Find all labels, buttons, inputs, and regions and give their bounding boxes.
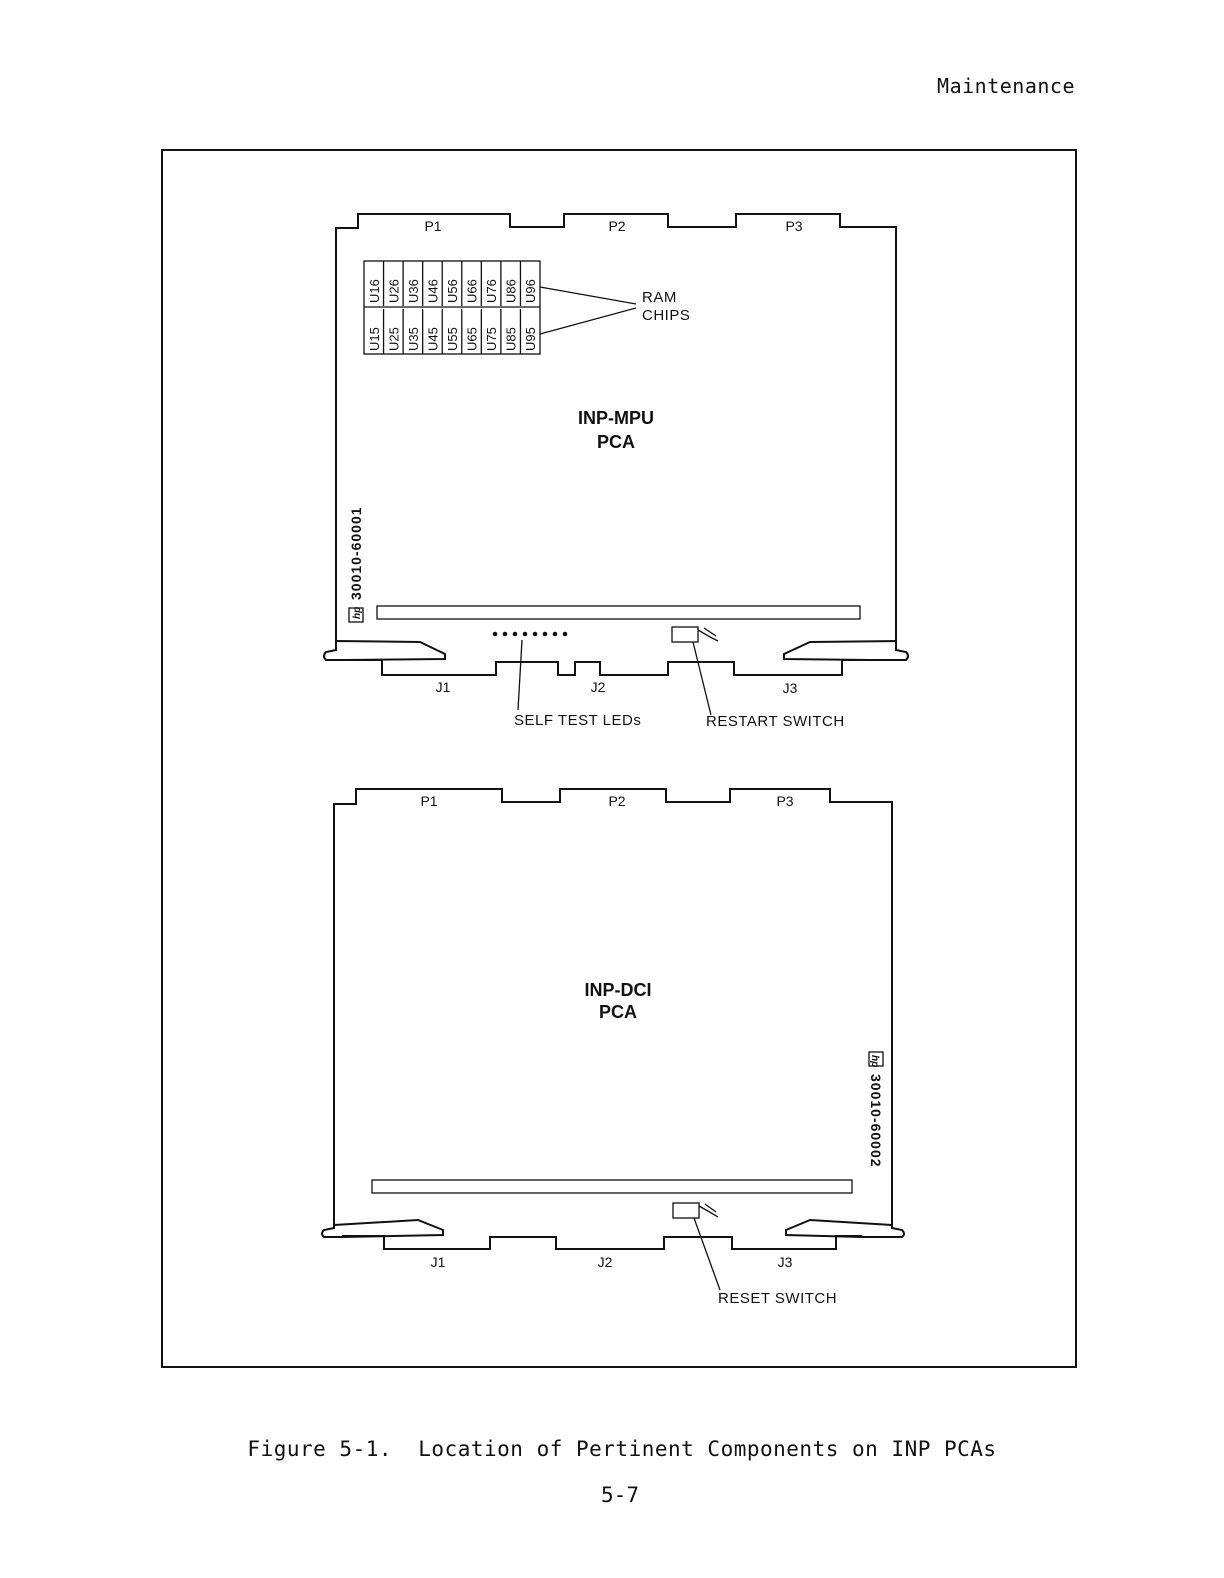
ram-callout-line-top [540,287,636,304]
dci-part-number: 30010-60002 [868,1074,884,1168]
self-test-led [523,632,528,637]
self-test-led [493,632,498,637]
dci-edge-bar [372,1180,852,1193]
page-number: 5-7 [0,1483,1224,1507]
dci-name-line2: PCA [599,1002,637,1022]
ram-callout-line-bottom [540,308,636,334]
ram-chip-u86: U86 [504,279,519,303]
leds-label: SELF TEST LEDs [514,712,641,729]
ram-label-line2: CHIPS [642,307,690,324]
dci-connector-p1: P1 [420,793,437,809]
dci-bottom-edge [342,1236,862,1249]
self-test-led [543,632,548,637]
self-test-led [553,632,558,637]
ram-chip-u36: U36 [406,279,421,303]
mpu-connector-j3: J3 [783,680,798,696]
ram-chip-u85: U85 [504,327,519,351]
mpu-name-line1: INP-MPU [578,408,654,428]
ram-chip-u56: U56 [445,279,460,303]
ram-chip-u55: U55 [445,327,460,351]
restart-callout-line [693,642,711,715]
mpu-left-ejector [324,641,445,660]
ram-chip-u66: U66 [465,279,480,303]
self-test-leds [493,632,568,637]
dci-right-ejector [786,1220,904,1237]
dci-board: P1 P2 P3 J1 J2 J3 INP-DCI PCA hp 30010-6… [322,789,904,1307]
mpu-right-ejector [784,641,908,660]
mpu-connector-j2: J2 [591,679,606,695]
mpu-name-line2: PCA [597,432,635,452]
ram-chip-u26: U26 [386,279,401,303]
mpu-part-marking: hp 30010-60001 [348,506,364,622]
ram-chip-u15: U15 [367,327,382,351]
dci-name-line1: INP-DCI [585,980,652,1000]
self-test-led [503,632,508,637]
mpu-part-number: 30010-60001 [348,506,364,600]
dci-connector-p2: P2 [608,793,625,809]
restart-switch-label: RESTART SWITCH [706,713,845,730]
dci-part-marking: hp 30010-60002 [868,1052,884,1168]
mpu-connector-p1: P1 [424,218,441,234]
ram-chip-u65: U65 [465,327,480,351]
figure-caption: Figure 5-1. Location of Pertinent Compon… [0,1437,1224,1461]
restart-switch [672,627,718,642]
ram-chip-u45: U45 [425,327,440,351]
ram-chip-u75: U75 [484,327,499,351]
ram-chip-u35: U35 [406,327,421,351]
reset-callout-line [694,1218,720,1290]
dci-connector-j3: J3 [778,1254,793,1270]
dci-connector-j1: J1 [431,1254,446,1270]
ram-chip-u16: U16 [367,279,382,303]
ram-chip-u25: U25 [386,327,401,351]
self-test-led [563,632,568,637]
leds-callout-line [518,640,522,710]
ram-chip-u95: U95 [523,327,538,351]
svg-text:hp: hp [869,1055,880,1067]
dci-connector-j2: J2 [598,1254,613,1270]
mpu-connector-p2: P2 [608,218,625,234]
hp-logo: hp [869,1052,883,1067]
dci-left-ejector [322,1220,443,1237]
self-test-led [513,632,518,637]
mpu-connector-p3: P3 [785,218,802,234]
mpu-edge-bar [377,606,860,619]
ram-chip-u76: U76 [484,279,499,303]
ram-label-line1: RAM [642,289,677,306]
self-test-led [533,632,538,637]
ram-chip-u46: U46 [425,279,440,303]
ram-chip-u96: U96 [523,279,538,303]
reset-switch-label: RESET SWITCH [718,1290,837,1307]
dci-connector-p3: P3 [776,793,793,809]
hp-logo: hp [349,607,363,622]
mpu-connector-j1: J1 [436,679,451,695]
reset-switch [673,1203,718,1218]
svg-text:hp: hp [352,607,363,619]
mpu-bottom-edge [346,660,870,675]
